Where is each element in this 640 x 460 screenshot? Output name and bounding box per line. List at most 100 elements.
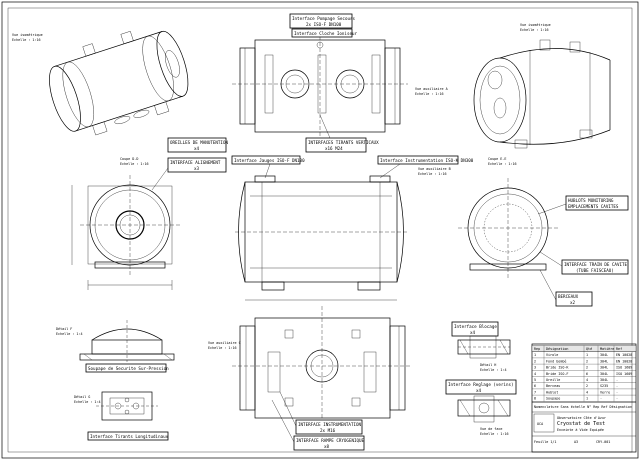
callout-tirants-vert: INTERFACES TIRANTS VERTICAUX x16 M24 bbox=[305, 137, 379, 153]
svg-text:INTERFACE RAMPE CRYOGENIQUE: INTERFACE RAMPE CRYOGENIQUE bbox=[296, 438, 365, 443]
svg-text:x4: x4 bbox=[470, 330, 476, 335]
bom-cell: 3 bbox=[534, 366, 536, 370]
coupe-e-label: Coupe E-E bbox=[488, 157, 506, 161]
svg-text:2x ISO-F DN100: 2x ISO-F DN100 bbox=[306, 22, 342, 27]
svg-text:Interface Cloche Ioniseur: Interface Cloche Ioniseur bbox=[294, 31, 358, 36]
blocage-detail bbox=[457, 335, 511, 359]
bom-cell: 1 bbox=[534, 353, 536, 357]
bom-cell: 2 bbox=[586, 366, 588, 370]
tirants-detail bbox=[96, 391, 158, 421]
svg-text:EMPLACEMENTS CAVITES: EMPLACEMENTS CAVITES bbox=[568, 204, 619, 209]
callout-tirants-long: Interface Tirants Longitudinaux bbox=[87, 431, 169, 441]
callout-berceaux: BERCEAUX x2 bbox=[555, 291, 593, 307]
svg-text:x3: x3 bbox=[194, 166, 200, 171]
callout-hublots: HUBLOTS MONITORING EMPLACEMENTS CAVITES bbox=[565, 195, 629, 211]
svg-text:x4: x4 bbox=[194, 146, 200, 151]
reglage-detail bbox=[457, 395, 511, 423]
bom-cell: EN 10028 bbox=[616, 359, 632, 363]
bom-cell: 2 bbox=[586, 384, 588, 388]
svg-text:(TUBE FAISCEAU): (TUBE FAISCEAU) bbox=[576, 268, 614, 273]
bom-cell: 8 bbox=[534, 397, 536, 401]
bom-header-cell: Matière bbox=[600, 347, 614, 351]
sheet-number: Feuille 1/1 bbox=[534, 440, 556, 444]
bom-header-cell: Rep bbox=[534, 347, 540, 351]
left-end-view bbox=[71, 175, 180, 290]
bom-cell: 2 bbox=[534, 359, 536, 363]
bom-cell: Hublot bbox=[546, 390, 558, 394]
bom-cell: - bbox=[616, 384, 618, 388]
view-a-label: Vue auxiliaire A bbox=[415, 87, 448, 91]
bom-cell: Bride ISO-K bbox=[546, 366, 569, 370]
right-end-view bbox=[458, 178, 558, 278]
drawing-title: Cryostat de Test bbox=[557, 421, 605, 427]
bom-cell: Virole bbox=[546, 353, 558, 357]
sheet-format: A3 bbox=[574, 440, 578, 444]
callout-rampe: INTERFACE RAMPE CRYOGENIQUE x8 bbox=[293, 435, 365, 451]
bom-cell: Verre bbox=[600, 390, 610, 394]
inner-border bbox=[7, 7, 633, 453]
callout-instrum-top: Interface Instrumentation ISO-K DN300 bbox=[377, 155, 474, 165]
callout-pompage: Interface Pompage Secours 2x ISO-F DN100 bbox=[289, 13, 356, 29]
svg-text:Interface Reglage (verins): Interface Reglage (verins) bbox=[448, 382, 514, 387]
callout-jauges: Interface Jauges ISO-F DN100 bbox=[231, 155, 305, 165]
bom-cell: 304L bbox=[600, 366, 608, 370]
bom-cell: - bbox=[616, 397, 618, 401]
bottom-view bbox=[232, 306, 412, 430]
svg-text:INTERFACE ALIGNEMENT: INTERFACE ALIGNEMENT bbox=[170, 160, 221, 165]
detail-g-label: Détail G bbox=[74, 395, 90, 399]
bom-cell: 2 bbox=[586, 359, 588, 363]
view-a-scale: Echelle : 1:16 bbox=[415, 92, 444, 96]
bom-cell: 1 bbox=[586, 353, 588, 357]
callout-instrum-bottom: INTERFACE INSTRUMENTATION 2x M16 bbox=[295, 419, 363, 435]
callout-blocage: Interface Blocage x4 bbox=[451, 321, 499, 337]
svg-text:INTERFACE INSTRUMENTATION: INTERFACE INSTRUMENTATION bbox=[298, 422, 362, 427]
svg-text:x8: x8 bbox=[324, 444, 330, 449]
bom-cell: Berceau bbox=[546, 384, 560, 388]
callout-soupape: Soupape de Securite Sur-Pression bbox=[85, 363, 169, 373]
iso-right-scale: Echelle : 1:16 bbox=[520, 28, 549, 32]
coupe-e-scale: Echelle : 1:16 bbox=[488, 162, 517, 166]
bom-cell: - bbox=[600, 397, 602, 401]
svg-text:x2: x2 bbox=[570, 300, 576, 305]
iso-view-left bbox=[49, 30, 189, 136]
bom-cell: 304L bbox=[600, 353, 608, 357]
bom-cell: Soupape bbox=[546, 397, 560, 401]
svg-text:OREILLES DE MANUTENTION: OREILLES DE MANUTENTION bbox=[170, 140, 228, 145]
iso-view-right bbox=[473, 39, 611, 149]
bom-cell: 5 bbox=[534, 378, 536, 382]
svg-text:INTERFACES TIRANTS VERTICAUX: INTERFACES TIRANTS VERTICAUX bbox=[308, 140, 379, 145]
svg-text:Interface Pompage Secours: Interface Pompage Secours bbox=[292, 16, 356, 21]
svg-text:x16 M24: x16 M24 bbox=[325, 146, 343, 151]
bom-cell: Oreille bbox=[546, 378, 560, 382]
callout-trains: INTERFACE TRAIN DE CAVITE (TUBE FAISCEAU… bbox=[561, 259, 629, 275]
vue-face-label: Vue de face bbox=[480, 427, 502, 431]
iso-left-label: Vue isométrique bbox=[12, 33, 43, 37]
view-b-scale: Echelle : 1:16 bbox=[418, 172, 447, 176]
svg-text:Interface Blocage: Interface Blocage bbox=[454, 324, 497, 329]
bom-cell: 4 bbox=[586, 378, 588, 382]
bom-header-cell: Ref bbox=[616, 347, 622, 351]
drawing-ref: CRY-001 bbox=[596, 440, 610, 444]
bom-cell: Fond bombé bbox=[546, 359, 566, 363]
bom-header-cell: Qté bbox=[586, 347, 592, 351]
bom-cell: 6 bbox=[534, 384, 536, 388]
bom-cell: 4 bbox=[586, 390, 588, 394]
callout-oreilles: OREILLES DE MANUTENTION x4 bbox=[167, 137, 228, 153]
detail-h-scale: Echelle : 1:4 bbox=[480, 368, 507, 372]
view-c-label: Vue auxiliaire C bbox=[208, 341, 241, 345]
bom-cell: 1 bbox=[586, 397, 588, 401]
bom-cell: ISO 1609 bbox=[616, 366, 632, 370]
svg-text:BERCEAUX: BERCEAUX bbox=[558, 294, 579, 299]
detail-f-scale: Echelle : 1:4 bbox=[56, 332, 83, 336]
bom-cell: ISO 1609 bbox=[616, 372, 632, 376]
svg-text:Interface Instrumentation ISO-: Interface Instrumentation ISO-K DN300 bbox=[380, 158, 474, 163]
svg-text:Interface Tirants Longitudinau: Interface Tirants Longitudinaux bbox=[90, 434, 169, 439]
detail-g-scale: Echelle : 1:4 bbox=[74, 400, 101, 404]
svg-text:2x M16: 2x M16 bbox=[320, 428, 336, 433]
detail-h-label: Détail H bbox=[480, 363, 496, 367]
callout-reglage: Interface Reglage (verins) x4 bbox=[445, 379, 517, 395]
